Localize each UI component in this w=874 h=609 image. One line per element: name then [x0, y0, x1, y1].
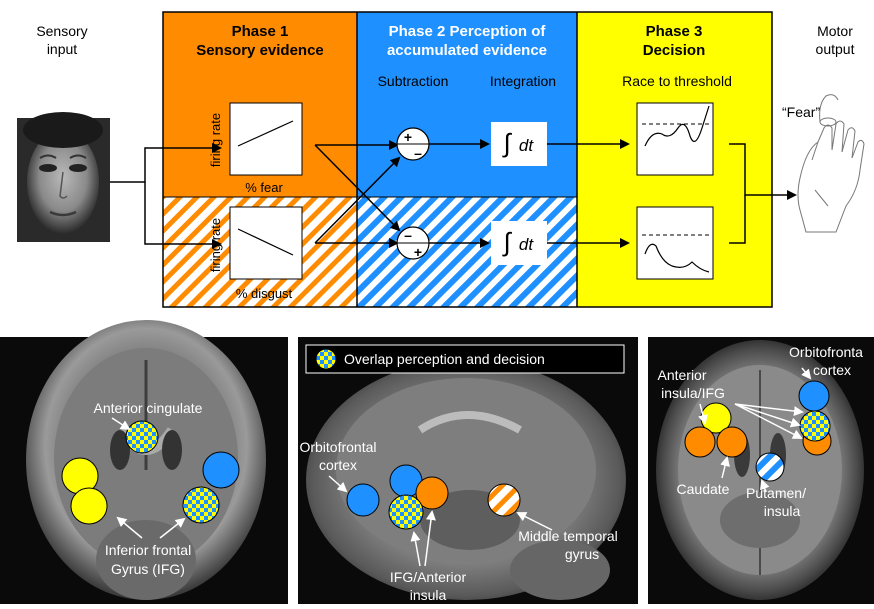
sagittal-middle-temporal-marker — [487, 483, 521, 517]
race-plot-fear — [636, 102, 714, 176]
motor-output-label-line1: Motor — [817, 23, 853, 39]
axial-putamen-marker — [755, 452, 785, 482]
sagittal-legend — [305, 344, 625, 374]
integrator-top-sign: ∫ — [501, 128, 512, 158]
subtraction-bottom-plus: + — [414, 244, 422, 260]
sensory-input-label-line2: input — [47, 41, 77, 57]
integrator-bottom-dt: dt — [519, 235, 534, 254]
axial-overlap-marker — [799, 410, 831, 442]
sagittal-legend-text: Overlap perception and decision — [344, 351, 545, 367]
sagittal-orbitofrontal-label-line2: cortex — [319, 457, 357, 473]
coronal-anterior-cingulate-label: Anterior cingulate — [94, 400, 203, 416]
fear-tuning-plot — [229, 102, 303, 176]
disgust-plot-xlabel: % disgust — [236, 286, 293, 301]
sagittal-ifg-insula-label-line2: insula — [410, 587, 447, 603]
fear-plot-ylabel: firing rate — [208, 113, 223, 167]
subtraction-top-minus: – — [414, 145, 422, 161]
sagittal-orange-marker — [415, 476, 449, 510]
phases-frame — [162, 11, 773, 308]
disgust-plot-ylabel: firing rate — [208, 218, 223, 272]
sagittal-middle-temporal-label-line2: gyrus — [565, 546, 599, 562]
integrator-top-dt: dt — [519, 136, 534, 155]
phase2-subtraction-label: Subtraction — [378, 73, 449, 89]
coronal-ifg-label-line2: Gyrus (IFG) — [111, 561, 185, 577]
integrator-top-box — [491, 122, 547, 166]
phase3-race-label: Race to threshold — [622, 73, 732, 89]
sagittal-ifg-insula-label-line1: IFG/Anterior — [390, 569, 467, 585]
axial-caudate-marker — [716, 426, 748, 458]
axial-orange-marker-left — [684, 426, 716, 458]
subtraction-bottom-minus: – — [404, 227, 412, 243]
motor-output-label-line2: output — [816, 41, 855, 57]
hand-on-button-icon — [797, 94, 865, 233]
legend-overlap-swatch — [315, 348, 337, 370]
subtraction-top-plus: + — [404, 129, 412, 145]
sagittal-brain-panel — [298, 337, 638, 604]
phase2-title: Phase 2 Perception of — [389, 23, 547, 40]
sagittal-middle-temporal-label-line1: Middle temporal — [518, 528, 618, 544]
axial-orbitofrontal-label-line1: Orbitofronta — [789, 344, 863, 360]
phase2-subtitle: accumulated evidence — [387, 42, 547, 59]
sagittal-orbitofrontal-label-line1: Orbitofrontal — [299, 439, 376, 455]
integrator-bottom-sign: ∫ — [501, 227, 512, 257]
coronal-overlap-marker — [182, 486, 220, 524]
axial-anterior-insula-label-line1: Anterior — [657, 367, 706, 383]
axial-caudate-label: Caudate — [677, 481, 730, 497]
axial-putamen-label-line1: Putamen/ — [746, 485, 806, 501]
axial-orbitofrontal-label-line2: cortex — [813, 362, 851, 378]
disgust-tuning-plot — [229, 206, 303, 280]
phase3-title: Phase 3 — [646, 23, 703, 40]
fear-plot-xlabel: % fear — [245, 180, 283, 195]
phase1-subtitle: Sensory evidence — [196, 42, 324, 59]
subtraction-node-bottom — [396, 226, 430, 260]
phase3-subtitle: Decision — [643, 42, 706, 59]
fear-response-label: “Fear” — [782, 104, 820, 120]
race-plot-disgust — [636, 206, 714, 280]
coronal-ifg-lower-marker — [70, 487, 108, 525]
axial-putamen-label-line2: insula — [764, 503, 801, 519]
axial-anterior-insula-label-line2: insula/IFG — [661, 385, 725, 401]
coronal-blue-marker — [202, 451, 240, 489]
face-stimulus-image — [17, 112, 110, 242]
subtraction-node-top — [396, 127, 430, 161]
coronal-ifg-label-line1: Inferior frontal — [105, 542, 191, 558]
sagittal-orbitofrontal-marker — [346, 483, 380, 517]
sensory-input-label-line1: Sensory — [36, 23, 87, 39]
model-diagram: Sensory input Phase 1 Sensory evidence P… — [17, 11, 865, 308]
phase1-title: Phase 1 — [232, 23, 289, 40]
integrator-bottom-box — [491, 221, 547, 265]
sagittal-ifg-overlap-marker — [388, 494, 424, 530]
phase2-integration-label: Integration — [490, 73, 556, 89]
axial-orbitofrontal-marker — [798, 380, 830, 412]
coronal-anterior-cingulate-overlap-marker — [125, 420, 159, 454]
